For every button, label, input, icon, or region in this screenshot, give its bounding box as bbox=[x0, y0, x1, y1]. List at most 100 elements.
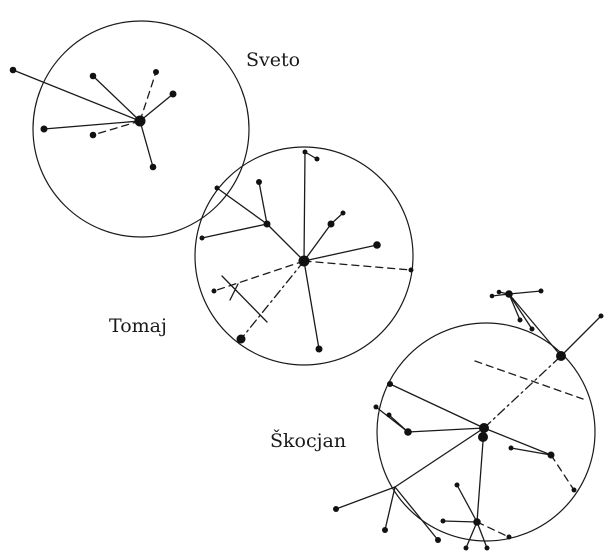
hamlet-node bbox=[489, 293, 495, 299]
edge bbox=[442, 520, 478, 523]
edge bbox=[394, 486, 439, 541]
hamlet-node bbox=[263, 220, 271, 228]
edge bbox=[388, 414, 409, 433]
edge bbox=[508, 293, 533, 330]
hamlet-node bbox=[387, 381, 393, 387]
hamlet-node bbox=[236, 334, 246, 344]
edge bbox=[303, 260, 412, 271]
hamlet-node bbox=[153, 69, 159, 75]
hamlet-node bbox=[484, 545, 490, 551]
tomaj-cluster: Tomaj bbox=[109, 146, 414, 366]
hamlet-node bbox=[214, 185, 220, 191]
hamlet-node bbox=[256, 179, 262, 185]
edge bbox=[384, 486, 396, 531]
edge bbox=[508, 293, 521, 321]
village-node bbox=[134, 115, 146, 127]
edge bbox=[550, 454, 575, 491]
village-node bbox=[478, 432, 488, 442]
hamlet-node bbox=[149, 163, 157, 171]
hamlet-node bbox=[382, 527, 388, 533]
edge bbox=[221, 275, 268, 323]
hamlet-node bbox=[9, 66, 17, 74]
hamlet-node bbox=[440, 518, 446, 524]
skocjan-cluster: Škocjan bbox=[270, 288, 604, 551]
skocjan-circle bbox=[376, 322, 596, 542]
edge bbox=[43, 120, 141, 130]
hamlet-node bbox=[508, 445, 514, 451]
edge bbox=[508, 290, 542, 295]
edge bbox=[266, 223, 305, 262]
hamlet-node bbox=[529, 326, 535, 332]
hamlet-node bbox=[505, 290, 513, 298]
hamlet-node bbox=[333, 506, 339, 512]
hamlet-node bbox=[473, 518, 481, 526]
hamlet-node bbox=[556, 351, 566, 361]
edge bbox=[139, 71, 157, 122]
edge bbox=[303, 244, 378, 262]
hamlet-node bbox=[517, 317, 523, 323]
hamlet-node bbox=[169, 90, 177, 98]
edge bbox=[92, 120, 141, 136]
hamlet-node bbox=[386, 412, 392, 418]
tomaj-label: Tomaj bbox=[109, 315, 167, 337]
edge bbox=[560, 315, 602, 357]
hamlet-node bbox=[40, 125, 48, 133]
edge bbox=[92, 75, 141, 122]
hamlet-node bbox=[506, 534, 512, 540]
hamlet-node bbox=[454, 482, 460, 488]
edge bbox=[407, 427, 485, 433]
edge bbox=[201, 223, 268, 239]
hamlet-node bbox=[463, 545, 469, 551]
edge bbox=[483, 355, 562, 429]
hamlet-node bbox=[302, 149, 308, 155]
hamlet-node bbox=[538, 288, 544, 294]
hamlet-node bbox=[315, 345, 323, 353]
hamlet-node bbox=[340, 210, 346, 216]
village-node bbox=[479, 423, 489, 433]
edge bbox=[229, 283, 239, 301]
hamlet-node bbox=[598, 313, 604, 319]
hamlet-node bbox=[211, 288, 217, 294]
hamlet-node bbox=[571, 487, 577, 493]
edge bbox=[508, 293, 562, 357]
edge bbox=[240, 260, 305, 340]
edge bbox=[474, 360, 584, 400]
hamlet-node bbox=[408, 267, 414, 273]
hamlet-node bbox=[89, 131, 97, 139]
tomaj-circle bbox=[194, 146, 414, 366]
hamlet-node bbox=[373, 241, 381, 249]
edge bbox=[303, 260, 320, 350]
edge bbox=[456, 484, 478, 523]
edge bbox=[465, 521, 478, 549]
edge bbox=[258, 181, 268, 225]
hamlet-node bbox=[547, 451, 555, 459]
edge bbox=[213, 260, 305, 292]
edge bbox=[476, 521, 488, 549]
hamlet-node bbox=[404, 428, 412, 436]
hamlet-node bbox=[496, 289, 502, 295]
hamlet-node bbox=[435, 537, 441, 543]
village-node bbox=[298, 255, 310, 267]
edge bbox=[303, 151, 306, 262]
hamlet-node bbox=[89, 72, 97, 80]
edge bbox=[394, 427, 485, 488]
skocjan-label: Škocjan bbox=[270, 429, 346, 452]
edge bbox=[476, 427, 485, 523]
edge bbox=[139, 93, 174, 122]
hamlet-node bbox=[373, 404, 379, 410]
sveto-cluster: Sveto bbox=[9, 20, 300, 238]
edge bbox=[139, 120, 154, 168]
edge bbox=[216, 187, 268, 225]
edge bbox=[483, 427, 552, 456]
sveto-label: Sveto bbox=[246, 49, 300, 71]
hamlet-node bbox=[199, 235, 205, 241]
hamlet-node bbox=[327, 220, 335, 228]
edge bbox=[510, 447, 552, 456]
edge bbox=[303, 223, 332, 262]
edge bbox=[389, 383, 485, 429]
sveto-circle bbox=[32, 20, 250, 238]
hamlet-node bbox=[314, 156, 320, 162]
edge bbox=[335, 486, 396, 510]
edge bbox=[476, 521, 510, 538]
